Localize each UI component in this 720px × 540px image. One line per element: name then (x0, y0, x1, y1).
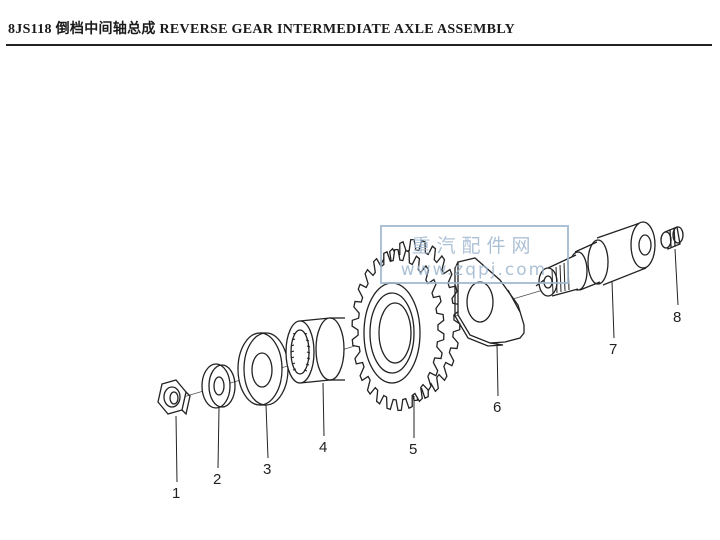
watermark-frame (380, 225, 569, 284)
part-label-7: 7 (609, 341, 617, 358)
part-label-8: 8 (673, 309, 681, 326)
leader-line-4 (322, 382, 325, 437)
title-underline (6, 44, 712, 46)
plug-part (660, 226, 684, 250)
part-label-6: 6 (493, 399, 501, 416)
hex-nut-part (157, 379, 191, 416)
leader-line-6 (496, 342, 499, 397)
reverse-gear-part (351, 238, 461, 412)
watermark-line-2: www.zqpj.com (401, 260, 548, 280)
part-label-3: 3 (263, 461, 271, 478)
part-label-2: 2 (213, 471, 221, 488)
part-label-5: 5 (409, 441, 417, 458)
page-title: 8JS118 倒档中间轴总成 REVERSE GEAR INTERMEDIATE… (8, 22, 516, 37)
part-label-1: 1 (172, 485, 180, 502)
leader-line-7 (611, 280, 615, 339)
thrust-washer-part (237, 332, 289, 406)
watermark: 重汽配件网 www.zqpj.com (380, 225, 569, 284)
leader-line-1 (175, 415, 178, 483)
leader-line-2 (217, 407, 220, 469)
washer-part (201, 363, 236, 409)
part-label-4: 4 (319, 439, 327, 456)
intermediate-axle-part (535, 221, 656, 297)
leader-line-8 (674, 248, 679, 306)
needle-bearing-part (285, 317, 345, 384)
leader-line-3 (265, 404, 269, 459)
watermark-line-1: 重汽配件网 (411, 235, 536, 257)
